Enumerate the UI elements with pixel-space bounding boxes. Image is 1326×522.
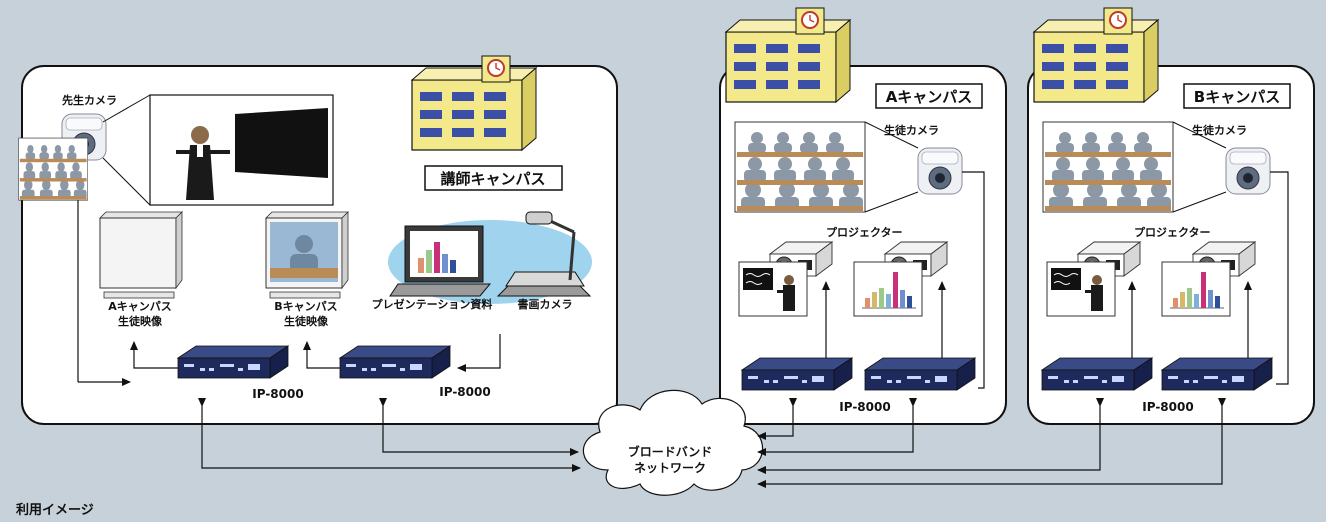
campus-b-name: Bキャンパス [1194,88,1280,106]
network-links [198,398,1226,488]
monitor-a-icon [99,211,183,299]
monitor-b-label-2: 生徒映像 [284,314,329,328]
teacher-view-icon [149,94,334,206]
document-camera-icon [496,211,592,297]
campus-a-student-camera-icon [917,147,963,195]
teacher-camera-label: 先生カメラ [62,93,117,107]
document-camera-to-codec-arrow [457,334,501,372]
link-instructor-codec-1 [198,398,581,472]
document-camera-label: 書画カメラ [518,297,573,311]
campus-a-teacher-screen-icon [738,261,808,317]
campus-b-name-box [1183,83,1291,109]
network-label-2: ネットワーク [634,461,706,475]
campus-a-codec-label: IP-8000 [839,400,890,414]
link-instructor-codec-2 [379,398,579,456]
monitor-a-label-1: Aキャンパス [108,300,172,313]
campus-a-projector-label: プロジェクター [826,225,903,239]
instructor-codec-1-icon [177,345,289,379]
campus-b-student-camera-label: 生徒カメラ [1192,123,1247,137]
campus-b-teacher-screen-icon [1046,261,1116,317]
campus-a-classroom-icon [734,121,866,213]
instructor-codec-2-icon [339,345,451,379]
campus-b-codec-1-icon [1041,357,1153,391]
campus-a-name-box [875,83,983,109]
campus-b-codec-label: IP-8000 [1142,400,1193,414]
campus-b-student-camera-icon [1225,147,1271,195]
monitor-b-student-view-icon [270,222,338,282]
instructor-building-icon [411,55,537,151]
campus-b-projector-label: プロジェクター [1134,225,1211,239]
campus-b-building-icon [1033,7,1159,103]
campus-a-codec-1-icon [741,357,853,391]
campus-b-codec-2-icon [1161,357,1273,391]
campus-a-chart-screen-icon [853,261,923,317]
link-campus-b-codec-2 [757,398,1226,488]
campus-a-building-icon [725,7,851,103]
campus-a-codec-2-icon [864,357,976,391]
monitor-b-label-1: Bキャンパス [274,300,337,313]
campus-a-name: Aキャンパス [886,88,973,106]
network-label-1: ブロードバンド [628,444,713,459]
caption: 利用イメージ [16,502,94,518]
codec-1-to-monitor-a-arrow [130,341,178,369]
campus-b-chart-screen-icon [1161,261,1231,317]
instructor-codec-1-label: IP-8000 [252,387,303,401]
network-cloud-icon [582,389,764,496]
campus-a-student-camera-label: 生徒カメラ [884,123,939,137]
monitor-a-classroom-icon [18,137,88,201]
instructor-campus-name-box [424,165,563,191]
laptop-icon [389,225,492,297]
presentation-label: プレゼンテーション資料 [372,297,493,311]
campus-a-camera-cable [962,171,985,389]
monitor-a-label-2: 生徒映像 [118,314,163,328]
campus-b-camera-cable [1270,171,1289,385]
instructor-codec-2-label: IP-8000 [439,385,490,399]
instructor-campus-name: 講師キャンパス [440,170,545,188]
codec-2-to-monitor-b-arrow [303,341,340,369]
campus-b-classroom-icon [1042,121,1174,213]
